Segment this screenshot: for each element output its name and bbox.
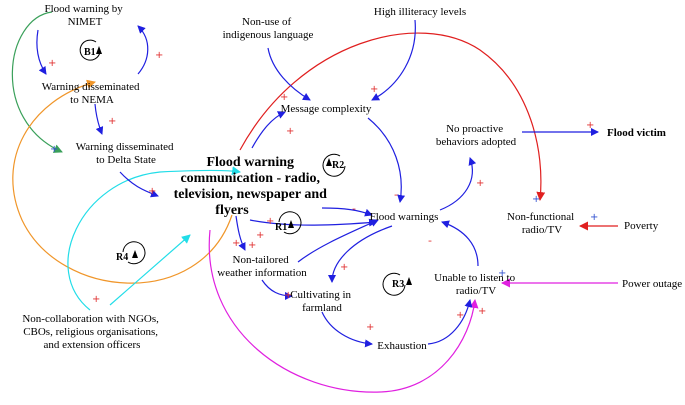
- sign-plus: +: [148, 186, 156, 197]
- loop-r1: R1: [275, 211, 302, 235]
- sign-plus: +: [266, 216, 274, 227]
- sign-plus: +: [280, 92, 288, 103]
- edge-noncollab-to-center: [67, 166, 241, 311]
- loop-b1-label: B1: [84, 47, 96, 58]
- sign-plus: +: [456, 310, 464, 321]
- sign-plus: +: [340, 262, 348, 273]
- edge-nimet-to-nema: [36, 29, 47, 75]
- node-warning-delta: Warning disseminated to Delta State: [76, 141, 177, 166]
- sign-plus: +: [586, 120, 594, 131]
- edge-delta-to-center: [119, 171, 159, 198]
- edge-nontailored-to-cultivating: [261, 279, 293, 300]
- edge-center-to-message: [251, 111, 286, 149]
- edge-center-to-floodwarnings-2: [249, 218, 377, 227]
- edge-floodwarnings-to-cultivating: [328, 225, 393, 283]
- edge-unable-to-floodwarnings: [441, 220, 479, 267]
- sign-plus: +: [92, 294, 100, 305]
- node-exhaustion: Exhaustion: [377, 340, 427, 352]
- edge-center-to-nema: [12, 79, 233, 284]
- sign-plus: +: [50, 144, 58, 155]
- node-non-functional: Non-functional radio/TV: [507, 211, 577, 236]
- polarity-signs: + + + + + + + + - - + + + + + + + + + + …: [48, 50, 598, 333]
- node-non-collab: Non-collaboration with NGOs, CBOs, relig…: [22, 313, 161, 351]
- edge-noncollab-to-center-2: [109, 234, 191, 306]
- edge-nema-to-delta: [94, 103, 104, 135]
- node-cultivating: Cultivating in farmland: [290, 289, 354, 314]
- edge-floodwarnings-to-noproactive: [439, 157, 477, 211]
- edge-center-to-nonfunctional: [239, 32, 546, 201]
- node-flood-victim: Flood victim: [607, 127, 666, 139]
- sign-plus: +: [366, 322, 374, 333]
- sign-plus: +: [155, 50, 163, 61]
- node-flood-warning-nimet: Flood warning by NIMET: [45, 3, 126, 28]
- sign-plus: +: [286, 126, 294, 137]
- sign-plus: +: [248, 240, 256, 251]
- edge-nema-to-nimet: [137, 25, 149, 75]
- edge-exhaustion-to-unable: [427, 299, 473, 345]
- loop-r2-label: R2: [332, 160, 344, 171]
- edge-language-to-message: [267, 47, 311, 101]
- sign-plus: +: [476, 178, 484, 189]
- sign-plus: +: [370, 84, 378, 95]
- node-flood-warnings: Flood warnings: [370, 211, 439, 223]
- edge-center-to-unable: [208, 229, 479, 393]
- edge-center-to-nontailored: [235, 215, 246, 251]
- loop-r3-label: R3: [392, 279, 404, 290]
- node-message-complexity: Message complexity: [281, 103, 372, 115]
- edges: [11, 11, 618, 393]
- sign-plus: +: [478, 306, 486, 317]
- node-center: Flood warning communication - radio, tel…: [174, 155, 331, 218]
- node-non-use-language: Non-use of indigenous language: [223, 16, 314, 41]
- node-illiteracy: High illiteracy levels: [374, 6, 466, 18]
- node-unable-listen: Unable to listen to radio/TV: [434, 272, 518, 297]
- loop-r1-label: R1: [275, 222, 287, 233]
- edge-message-to-floodwarnings: [367, 117, 406, 203]
- node-labels: Flood warning by NIMET Warning dissemina…: [22, 3, 682, 352]
- sign-plus: +: [232, 238, 240, 249]
- sign-plus: +: [256, 230, 264, 241]
- loop-r2: R2: [322, 153, 346, 177]
- sign-plus: +: [108, 116, 116, 127]
- sign-plus: +: [590, 212, 598, 223]
- edge-illiteracy-to-message: [371, 19, 416, 101]
- node-power-outage: Power outage: [622, 278, 682, 290]
- sign-plus: +: [532, 194, 540, 205]
- sign-minus: -: [428, 234, 432, 247]
- sign-minus: -: [352, 202, 356, 215]
- loop-r3: R3: [382, 272, 412, 296]
- sign-plus: +: [498, 268, 506, 279]
- loop-r4-label: R4: [116, 252, 128, 263]
- node-non-tailored: Non-tailored weather information: [217, 254, 307, 279]
- node-poverty: Poverty: [624, 220, 659, 232]
- edge-cultivating-to-exhaustion: [321, 311, 373, 348]
- edge-center-to-floodwarnings: [321, 207, 373, 217]
- edge-nontailored-to-floodwarnings: [297, 219, 379, 263]
- edge-nimet-to-delta: [11, 11, 63, 153]
- node-warning-nema: Warning disseminated to NEMA: [42, 81, 143, 106]
- sign-plus: +: [48, 58, 56, 69]
- sign-minus: -: [394, 188, 398, 201]
- node-no-proactive: No proactive behaviors adopted: [436, 123, 517, 148]
- loop-r4: R4: [116, 241, 146, 265]
- sign-plus: +: [284, 290, 292, 301]
- loop-b1: B1: [79, 39, 102, 61]
